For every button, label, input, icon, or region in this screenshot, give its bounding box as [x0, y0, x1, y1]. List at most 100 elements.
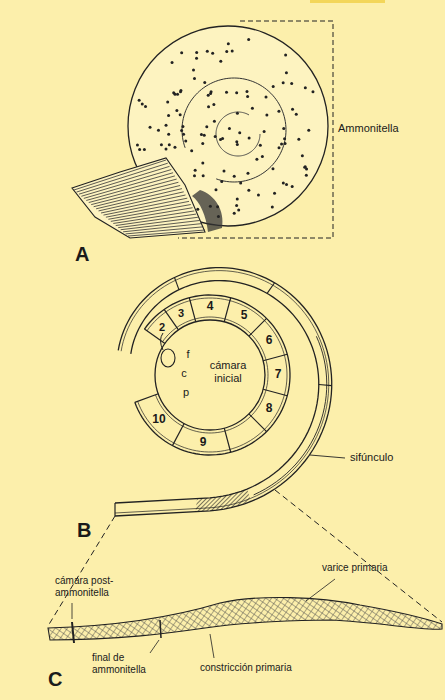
tubercle-dot [257, 194, 260, 197]
tube-end [114, 503, 115, 516]
tubercle-dot [307, 129, 310, 132]
part-label: cámara inicial [203, 359, 253, 384]
end-tick [160, 620, 161, 638]
septum [172, 424, 184, 446]
tubercle-dot [236, 112, 239, 115]
tubercle-dot [182, 133, 185, 136]
tubercle-dot [278, 146, 281, 149]
tubercle-dot [305, 174, 308, 177]
tubercle-dot [265, 95, 268, 98]
leader-line [310, 455, 345, 458]
tubercle-dot [237, 209, 240, 212]
tubercle-dot [157, 129, 160, 132]
chamber-number: 6 [266, 334, 273, 348]
chamber-number: 4 [207, 300, 214, 314]
tubercle-dot [280, 143, 283, 146]
septum-tick [72, 622, 74, 643]
rib-line [116, 214, 196, 225]
tubercle-dot [290, 82, 293, 85]
tubercle-dot [261, 155, 264, 158]
tubercle-dot [166, 100, 169, 103]
tubercle-dot [219, 60, 222, 63]
tubercle-dot [164, 148, 167, 151]
whorl-wall [155, 317, 267, 433]
septum [224, 298, 230, 322]
leader-line [150, 640, 159, 653]
tubercle-dot [304, 86, 307, 89]
tubercle-dot [282, 127, 285, 130]
panel-letter: B [77, 519, 91, 542]
tubercle-dot [246, 172, 249, 175]
tubercle-dot [283, 137, 286, 140]
tubercle-dot [282, 81, 285, 84]
tubercle-dot [172, 91, 175, 94]
tubercle-dot [235, 204, 238, 207]
tubercle-dot [236, 198, 239, 201]
siphuncle [254, 336, 327, 495]
tubercle-dot [238, 131, 241, 134]
septum [263, 354, 287, 360]
wall-band [48, 597, 442, 640]
part-label: varice primaria [322, 562, 388, 574]
leader-line [210, 634, 214, 658]
septum [174, 277, 178, 289]
tubercle-dot [203, 134, 206, 137]
tubercle-dot [211, 52, 214, 55]
tubercle-dot [285, 183, 288, 186]
leader-line [306, 579, 335, 601]
tubercle-dot [201, 162, 204, 165]
rib-line [89, 179, 177, 202]
part-label: sifúnculo [350, 451, 393, 464]
septum [249, 414, 267, 432]
ammonitella-shell [72, 21, 333, 238]
tubercle-dot [203, 81, 206, 84]
tubercle-dot [231, 49, 234, 52]
tubercle-dot [220, 180, 223, 183]
tubercle-dot [141, 103, 144, 106]
tubercle-dot [228, 127, 231, 130]
part-label: final de ammonitella [92, 652, 162, 675]
callout-letter: f [186, 348, 189, 361]
tubercle-dot [285, 71, 288, 74]
zoom-line [48, 516, 115, 626]
tubercle-dot [213, 120, 216, 123]
septum [263, 389, 287, 395]
chamber-number: 3 [178, 307, 184, 320]
tubercle-dot [138, 99, 141, 102]
rib-line [94, 185, 181, 206]
wall-section [48, 490, 442, 658]
septum [319, 385, 332, 386]
tubercle-dot [176, 93, 179, 96]
callout-letter: p [183, 386, 189, 399]
tubercle-dot [271, 167, 274, 170]
septum [224, 428, 230, 452]
tubercle-dot [297, 138, 300, 141]
tubercle-dot [136, 144, 139, 147]
tubercle-dot [239, 181, 242, 184]
tubercle-dot [277, 110, 280, 113]
rib-line [91, 182, 178, 204]
tubercle-dot [209, 205, 212, 208]
shell-section [115, 268, 345, 516]
tubercle-dot [246, 95, 249, 98]
septum [164, 309, 178, 329]
tubercle-dot [207, 94, 210, 97]
tubercle-dot [165, 124, 168, 127]
bracket [178, 21, 333, 238]
tubercle-dot [225, 50, 228, 53]
caecum [161, 349, 175, 367]
part-label: cámara post-ammonitella [55, 575, 150, 598]
tubercle-dot [251, 107, 254, 110]
tubercle-dot [206, 50, 209, 53]
tubercle-dot [167, 114, 170, 117]
whorl-wall [138, 298, 287, 452]
tubercle-dot [271, 206, 274, 209]
tubercle-dot [245, 90, 248, 93]
tubercle-dot [160, 143, 163, 146]
tubercle-dot [227, 42, 230, 45]
tubercle-dot [214, 135, 217, 138]
tubercle-dot [193, 174, 196, 177]
chamber-number: 2 [159, 321, 165, 334]
tubercle-dot [255, 158, 258, 161]
tubercle-dot [247, 38, 250, 41]
